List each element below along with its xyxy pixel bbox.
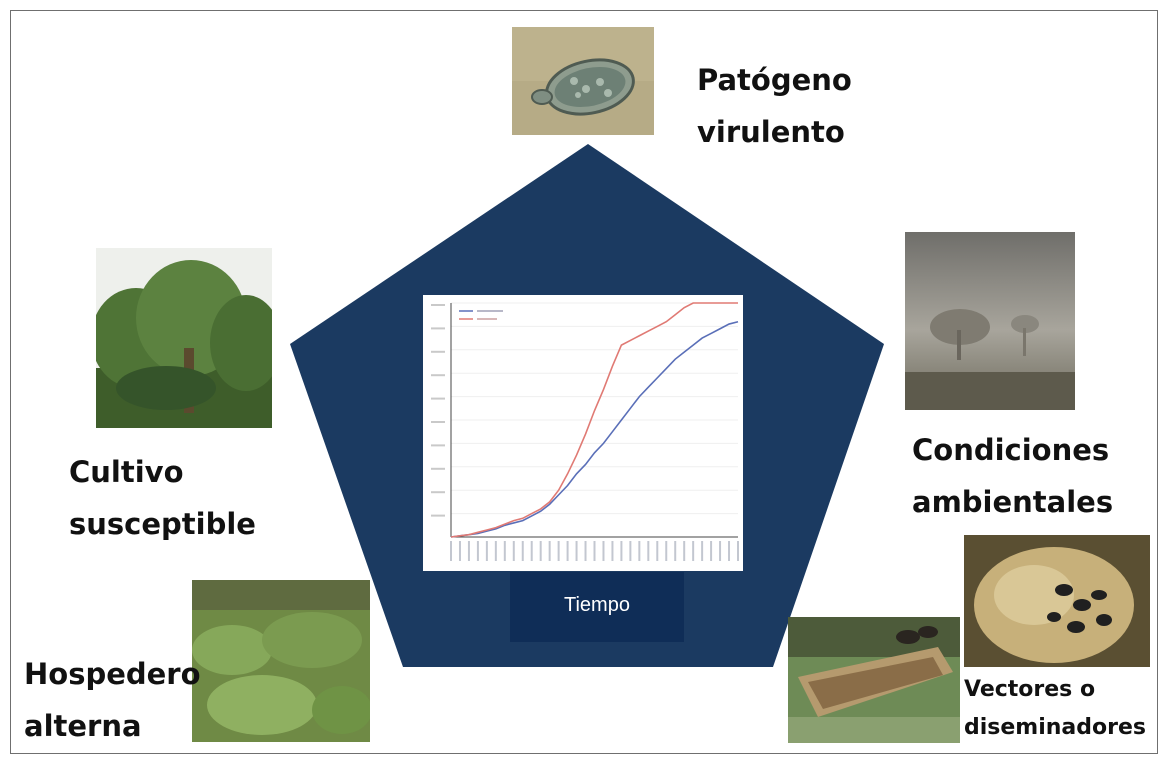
weedy-ground-image — [192, 580, 370, 742]
series-line-2 — [450, 302, 738, 538]
time-label: Tiempo — [564, 594, 630, 616]
crop-label-line-1: Cultivo — [69, 455, 184, 489]
pathogen-label: Patógeno virulento — [697, 54, 852, 158]
environment-label-line-1: Condiciones — [912, 433, 1110, 467]
time-axis-box: Tiempo — [510, 572, 684, 642]
vectors-label-line-1: Vectores o — [964, 677, 1096, 702]
chart-series — [450, 302, 739, 538]
chart-legend — [459, 310, 503, 320]
diagram-frame — [10, 10, 1158, 754]
x-tick-marks — [450, 541, 739, 561]
alternate-host-label-line-1: Hospedero — [24, 657, 201, 691]
crop-photo — [96, 248, 272, 428]
palm-tissue-larvae-image — [964, 535, 1150, 667]
chart-svg — [431, 302, 739, 561]
crop-label-line-2: susceptible — [69, 507, 256, 541]
vectors-photo-weevils — [964, 535, 1150, 667]
environment-label: Condiciones ambientales — [912, 424, 1113, 528]
pathogen-photo — [512, 27, 654, 135]
disease-progress-chart — [423, 295, 743, 571]
vectors-label: Vectores o diseminadores — [964, 671, 1146, 747]
alternate-host-label: Hospedero alterna — [24, 648, 201, 752]
vectors-label-line-2: diseminadores — [964, 715, 1147, 740]
crop-label: Cultivo susceptible — [69, 446, 256, 550]
environment-photo — [905, 232, 1075, 410]
alternate-host-photo — [192, 580, 370, 742]
alternate-host-label-line-2: alterna — [24, 709, 142, 743]
oil-palm-image — [96, 248, 272, 428]
pathogen-label-line-1: Patógeno — [697, 63, 852, 97]
chart-grid — [431, 302, 738, 517]
weevil-cluster-image — [788, 617, 960, 743]
foggy-landscape-image — [905, 232, 1075, 410]
microscope-spore-image — [512, 27, 654, 135]
series-line-1 — [450, 320, 739, 538]
vectors-photo-trunk — [788, 617, 960, 743]
pathogen-label-line-2: virulento — [697, 115, 845, 149]
environment-label-line-2: ambientales — [912, 485, 1114, 519]
